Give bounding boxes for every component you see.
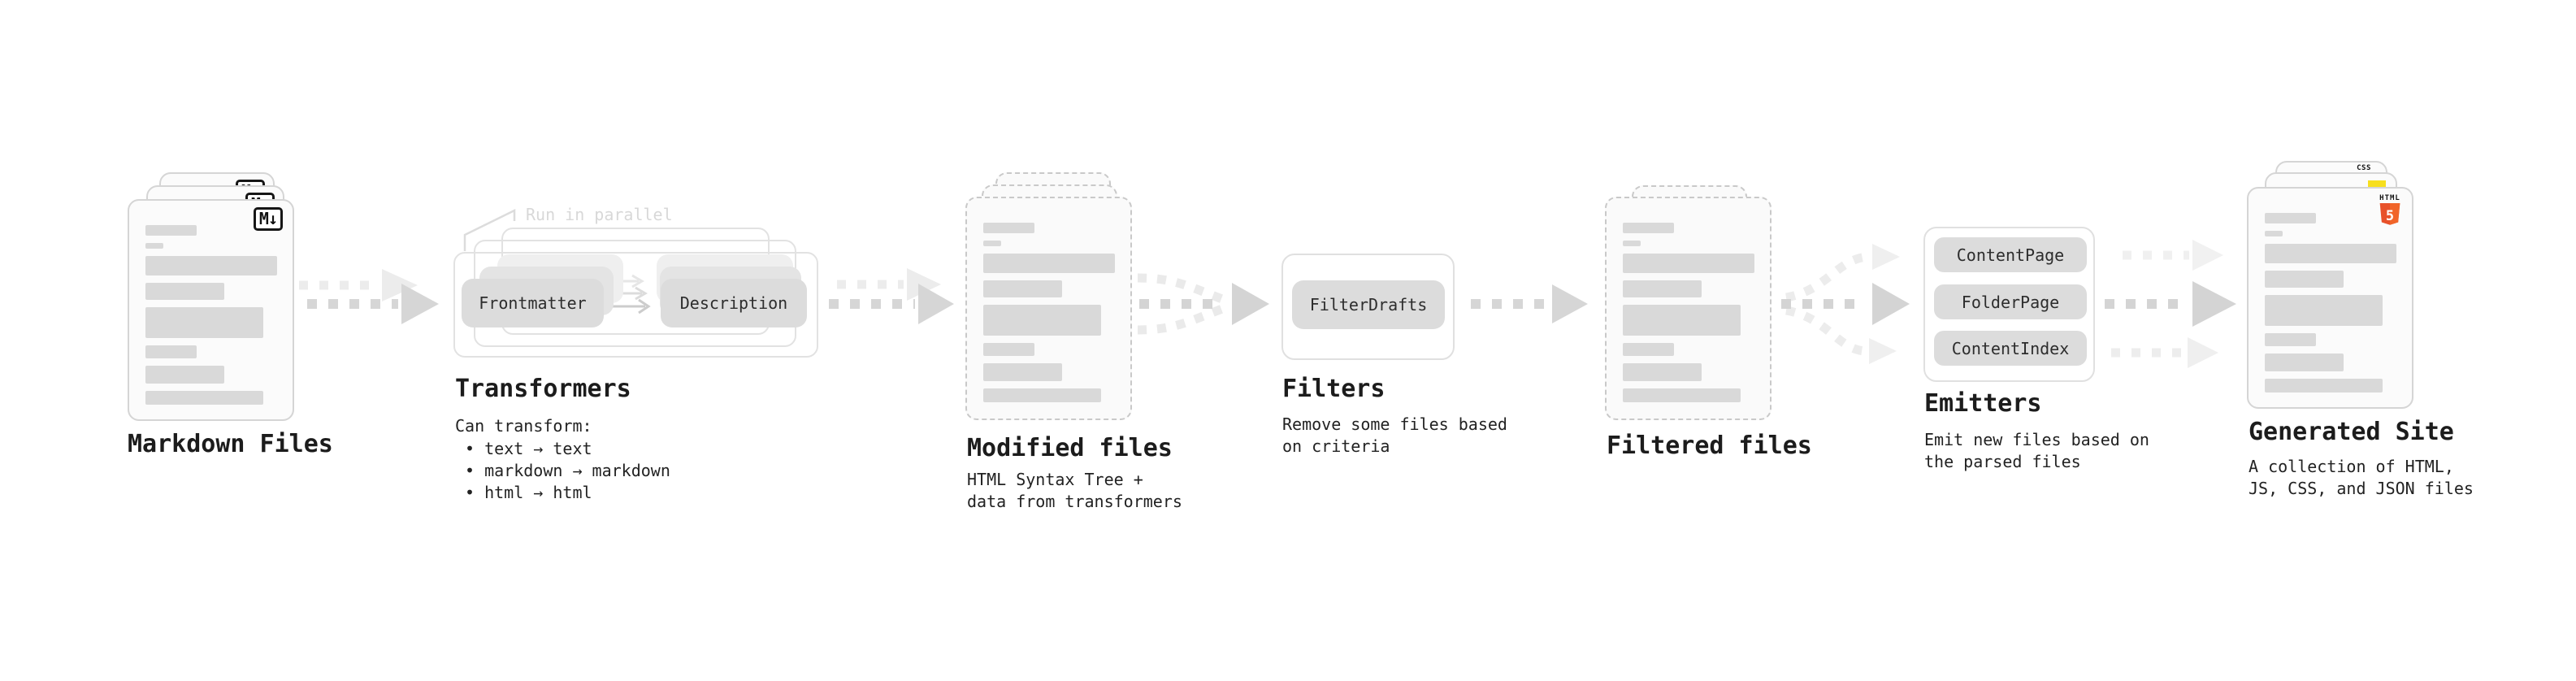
arrow-ghost-head [382, 269, 418, 301]
text-placeholder-bar [2265, 213, 2316, 223]
transformers-desc-heading: Can transform: [455, 416, 592, 436]
text-placeholder-bar [1623, 241, 1641, 246]
arrow-main-head [1552, 284, 1588, 323]
text-placeholder-bar [2265, 271, 2344, 288]
file-content-placeholder [1623, 223, 1754, 410]
text-placeholder-bar [1623, 388, 1741, 402]
arrow-filtered-to-emitters-diverge [1781, 244, 1910, 364]
arrow-filters-to-filtered [1471, 284, 1588, 323]
generated-file-card-front-html: HTML 5 [2247, 187, 2413, 409]
diverge-bottom-head [1869, 338, 1897, 364]
filtered-file-card-front [1605, 197, 1772, 420]
arrow-main-head [1872, 283, 1910, 325]
text-placeholder-bar [1623, 280, 1702, 297]
filters-desc: Remove some files based [1282, 414, 1507, 434]
emitters-desc: Emit new files based on [1924, 430, 2149, 449]
stage-title-generated-site: Generated Site [2249, 418, 2454, 446]
text-placeholder-bar [2265, 244, 2396, 263]
stage-title-markdown-files: Markdown Files [128, 430, 333, 458]
text-placeholder-bar [1623, 363, 1702, 381]
arrow-emitters-to-generated [2105, 240, 2236, 368]
text-placeholder-bar [145, 225, 197, 236]
stage-title-modified-files: Modified files [967, 434, 1173, 462]
arrow-top-head [2192, 240, 2223, 271]
text-placeholder-bar [145, 345, 197, 358]
text-placeholder-bar [1623, 223, 1674, 233]
arrow-bottom-head [2188, 337, 2218, 368]
file-content-placeholder [145, 225, 277, 412]
text-placeholder-bar [2265, 333, 2316, 346]
text-placeholder-bar [983, 280, 1062, 297]
emitters-desc: the parsed files [1924, 452, 2081, 471]
css-wordmark: CSS [2357, 164, 2371, 172]
text-placeholder-bar [145, 243, 163, 249]
text-placeholder-bar [2265, 354, 2344, 371]
text-placeholder-bar [983, 305, 1101, 336]
arrow-main-head [401, 284, 439, 324]
transformers-bullet: • text → text [465, 439, 592, 458]
markdown-file-card-front: M↓ [128, 199, 294, 421]
frontmatter-pill: Frontmatter [462, 279, 604, 327]
arrow-markdown-to-transformers [299, 269, 439, 324]
text-placeholder-bar [145, 366, 224, 384]
text-placeholder-bar [983, 254, 1115, 273]
html5-numeral: 5 [2386, 207, 2394, 223]
merge-top-curve [1137, 273, 1224, 304]
transformers-bullet: • markdown → markdown [465, 461, 670, 480]
transformers-bullet: • html → html [465, 483, 592, 502]
arrow-ghost-head [907, 268, 941, 301]
arrow-main-head [1232, 283, 1269, 325]
stage-title-filtered-files: Filtered files [1607, 432, 1812, 460]
text-placeholder-bar [983, 223, 1034, 233]
merge-bottom-curve [1137, 304, 1224, 335]
text-placeholder-bar [2265, 295, 2383, 326]
html5-shield: 5 [2379, 203, 2400, 225]
stage-title-transformers: Transformers [455, 375, 631, 403]
modified-file-card-front [965, 197, 1132, 420]
text-placeholder-bar [983, 343, 1034, 356]
file-content-placeholder [983, 223, 1115, 410]
run-in-parallel-note: Run in parallel [526, 205, 673, 224]
text-placeholder-bar [2265, 379, 2383, 393]
stage-title-filters: Filters [1282, 375, 1386, 403]
transformer-panel-front [453, 252, 818, 358]
text-placeholder-bar [145, 307, 263, 338]
contentindex-pill: ContentIndex [1934, 331, 2087, 366]
filterdrafts-pill: FilterDrafts [1292, 280, 1445, 329]
contentpage-pill: ContentPage [1934, 237, 2087, 272]
arrow-main-head [918, 284, 954, 324]
text-placeholder-bar [145, 283, 224, 300]
folderpage-pill: FolderPage [1934, 284, 2087, 319]
html5-icon: HTML 5 [2379, 194, 2401, 231]
text-placeholder-bar [1623, 305, 1741, 336]
text-placeholder-bar [983, 363, 1062, 381]
text-placeholder-bar [983, 388, 1101, 402]
text-placeholder-bar [1623, 343, 1674, 356]
arrow-transformers-to-modified [829, 268, 954, 324]
markdown-icon: M↓ [253, 207, 283, 231]
text-placeholder-bar [983, 241, 1001, 246]
description-pill: Description [661, 279, 807, 327]
diverge-top-curve [1785, 252, 1870, 302]
diverge-bottom-curve [1785, 306, 1867, 356]
diverge-top-head [1872, 244, 1900, 270]
text-placeholder-bar [2265, 231, 2283, 236]
generated-site-desc: A collection of HTML, [2249, 457, 2454, 476]
file-content-placeholder [2265, 213, 2396, 400]
html5-wordmark: HTML [2379, 194, 2400, 202]
modified-files-desc: HTML Syntax Tree + [967, 470, 1143, 489]
text-placeholder-bar [145, 391, 263, 405]
arrow-modified-to-filters-merge [1137, 273, 1269, 335]
arrow-main-head [2192, 281, 2236, 327]
generated-site-desc: JS, CSS, and JSON files [2249, 479, 2474, 498]
filters-desc: on criteria [1282, 436, 1390, 456]
text-placeholder-bar [1623, 254, 1754, 273]
modified-files-desc: data from transformers [967, 492, 1182, 511]
text-placeholder-bar [145, 256, 277, 275]
stage-title-emitters: Emitters [1924, 389, 2042, 418]
